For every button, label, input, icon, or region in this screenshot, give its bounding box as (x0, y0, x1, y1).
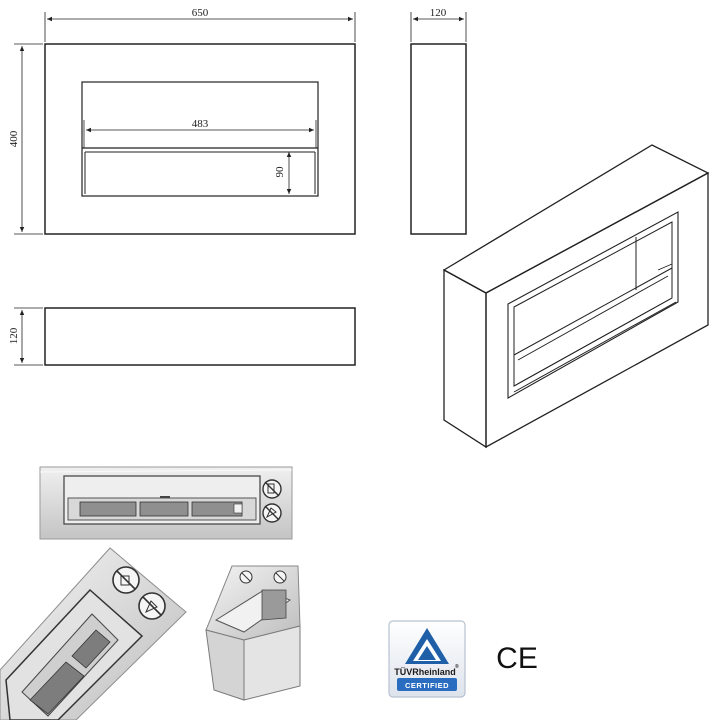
burner-box-photo (205, 565, 301, 701)
no-refill-icon (262, 503, 282, 523)
ce-mark: CE (496, 642, 538, 675)
tuv-certified-text: CERTIFIED (405, 681, 449, 690)
tuv-brand-text: TÜVRheinland (394, 667, 456, 677)
front-opening-outline (81, 81, 319, 197)
front-height-label: 400 (8, 130, 20, 147)
tuv-certified-banner (397, 678, 457, 691)
iso-top-face (442, 144, 710, 294)
tuv-rheinland-certified-logo: TÜVRheinland ® CERTIFIED (388, 620, 466, 698)
front-view: 650 400 483 90 (8, 7, 356, 235)
tuv-triangle-icon (405, 628, 449, 664)
front-width-label: 650 (192, 7, 209, 19)
front-frame-outline (44, 43, 356, 235)
burner-top-photo (39, 466, 293, 540)
side-depth-label: 120 (430, 7, 447, 19)
iso-front-face (485, 171, 709, 449)
iso-opening (507, 211, 679, 399)
bottom-depth-label: 120 (8, 327, 20, 344)
angled-no-refill-icon (138, 592, 166, 620)
isometric-view (442, 144, 710, 449)
angled-no-spray-icon (112, 566, 140, 594)
bottom-view: 120 (8, 307, 356, 366)
burner-angled-photo (0, 547, 187, 720)
insert-width-label: 483 (192, 118, 209, 130)
tuv-registered-mark: ® (455, 663, 459, 670)
no-spray-icon (262, 479, 282, 499)
side-outline (410, 43, 467, 235)
insert-height-label: 90 (274, 166, 286, 178)
side-view: 120 (410, 7, 467, 235)
bottom-outline (44, 307, 356, 366)
iso-left-face (443, 268, 487, 449)
